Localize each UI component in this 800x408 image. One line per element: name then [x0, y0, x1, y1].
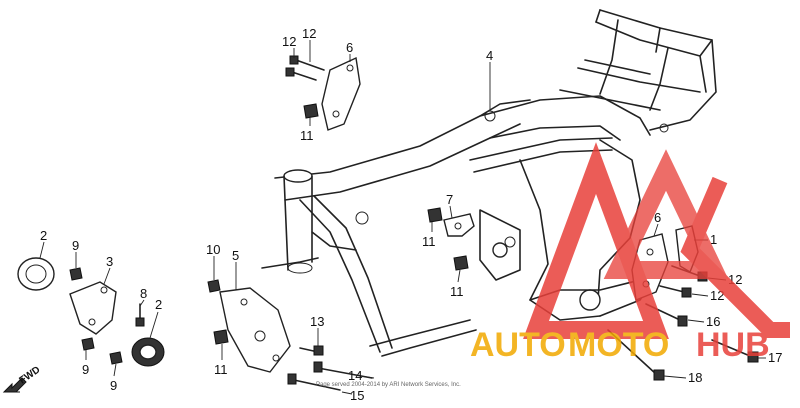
bolt-15[interactable]: [287, 373, 341, 391]
part-label: 17: [768, 350, 782, 365]
horn-bracket-3[interactable]: [69, 281, 117, 335]
part-label: 4: [486, 48, 493, 63]
part-label: 18: [688, 370, 702, 385]
bracket-5[interactable]: [219, 287, 291, 373]
part-label: 5: [232, 248, 239, 263]
fwd-label: FWD: [17, 364, 42, 386]
forward-direction-indicator: FWD: [2, 364, 42, 393]
nut-11-upper[interactable]: [303, 103, 319, 119]
bolt-17[interactable]: [711, 339, 759, 363]
bolt-12-lower-b[interactable]: [659, 285, 692, 298]
part-label: 2: [40, 228, 47, 243]
part-label: 11: [214, 362, 228, 377]
part-label: 1: [710, 232, 717, 247]
part-label: 11: [450, 284, 464, 299]
nut-9-bottom-left[interactable]: [81, 337, 95, 351]
watermark-brand-middle: MOTO: [568, 326, 669, 364]
nut-11-lower[interactable]: [213, 329, 229, 345]
watermark-brand-suffix: HUB: [696, 326, 770, 364]
part-label: 10: [206, 242, 220, 257]
part-label: 9: [82, 362, 89, 377]
part-label: 16: [706, 314, 720, 329]
part-label: 6: [346, 40, 353, 55]
part-label: 2: [155, 297, 162, 312]
fwd-arrow-icon: [2, 377, 27, 393]
part-label: 9: [72, 238, 79, 253]
bolt-12-upper[interactable]: [285, 55, 325, 81]
part-number-labels: 1 2 2 3 4 5 6 6 7 8 9 9 9 10 11 11 11 11…: [40, 26, 782, 403]
leader-lines: [39, 40, 766, 395]
nut-11-mid-left[interactable]: [427, 207, 443, 223]
part-label: 12: [282, 34, 296, 49]
part-label: 11: [300, 128, 314, 143]
part-label: 11: [422, 234, 436, 249]
part-label: 6: [654, 210, 661, 225]
bracket-6-upper[interactable]: [321, 56, 361, 131]
part-label: 8: [140, 286, 147, 301]
nut-11-mid[interactable]: [453, 255, 469, 271]
bolt-8[interactable]: [135, 303, 145, 327]
bolt-14[interactable]: [313, 361, 373, 379]
nut-9-bottom-right[interactable]: [109, 351, 123, 365]
part-label: 15: [350, 388, 364, 403]
part-label: 9: [110, 378, 117, 393]
bolt-13[interactable]: [299, 345, 324, 356]
part-label: 14: [348, 368, 362, 383]
automotohub-watermark: AUTO MOTO HUB: [470, 142, 790, 364]
part-label: 13: [310, 314, 324, 329]
horn-2-right[interactable]: [131, 337, 165, 367]
part-label: 3: [106, 254, 113, 269]
bracket-7[interactable]: [443, 213, 475, 237]
part-label: 12: [302, 26, 316, 41]
copyright-notice: Page served 2004-2014 by ARI Network Ser…: [316, 382, 461, 388]
nut-10[interactable]: [207, 279, 221, 293]
part-label: 7: [446, 192, 453, 207]
horn-2-left[interactable]: [17, 257, 55, 291]
watermark-brand-prefix: AUTO: [470, 326, 566, 364]
nut-9-top[interactable]: [69, 267, 83, 281]
